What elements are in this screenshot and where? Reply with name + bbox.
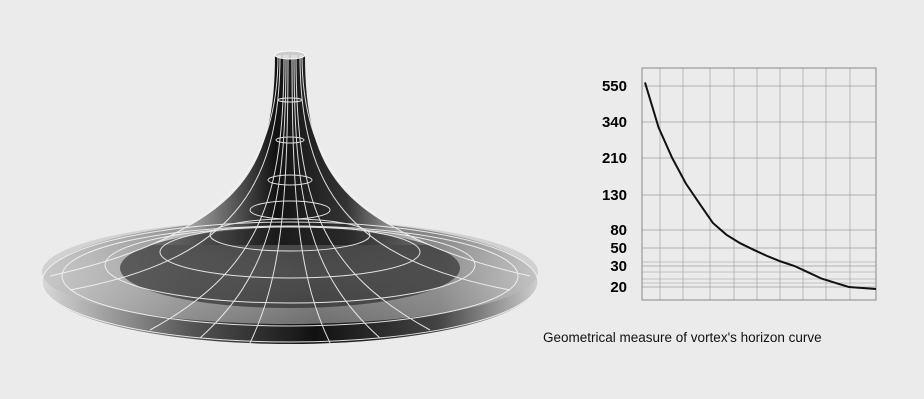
chart-caption: Geometrical measure of vortex's horizon … <box>543 330 822 345</box>
chart-horizontal-gridlines <box>642 85 876 288</box>
chart-y-tick-label: 210 <box>602 150 627 167</box>
chart-y-tick-label: 130 <box>602 187 627 204</box>
chart-y-tick-label: 550 <box>602 78 627 95</box>
funnel-neck <box>150 55 430 245</box>
funnel-gridlines <box>41 54 539 344</box>
chart-y-tick-label: 80 <box>610 222 627 239</box>
vortex-funnel-illustration <box>41 50 539 344</box>
chart-y-tick-label: 50 <box>610 240 627 257</box>
chart-y-tick-label: 20 <box>610 279 627 296</box>
chart-series-line <box>644 82 877 290</box>
chart-vertical-gridlines <box>659 68 851 300</box>
chart-y-tick-label: 340 <box>602 114 627 131</box>
chart-plot-frame <box>641 67 877 301</box>
chart-y-tick-label: 30 <box>610 258 627 275</box>
